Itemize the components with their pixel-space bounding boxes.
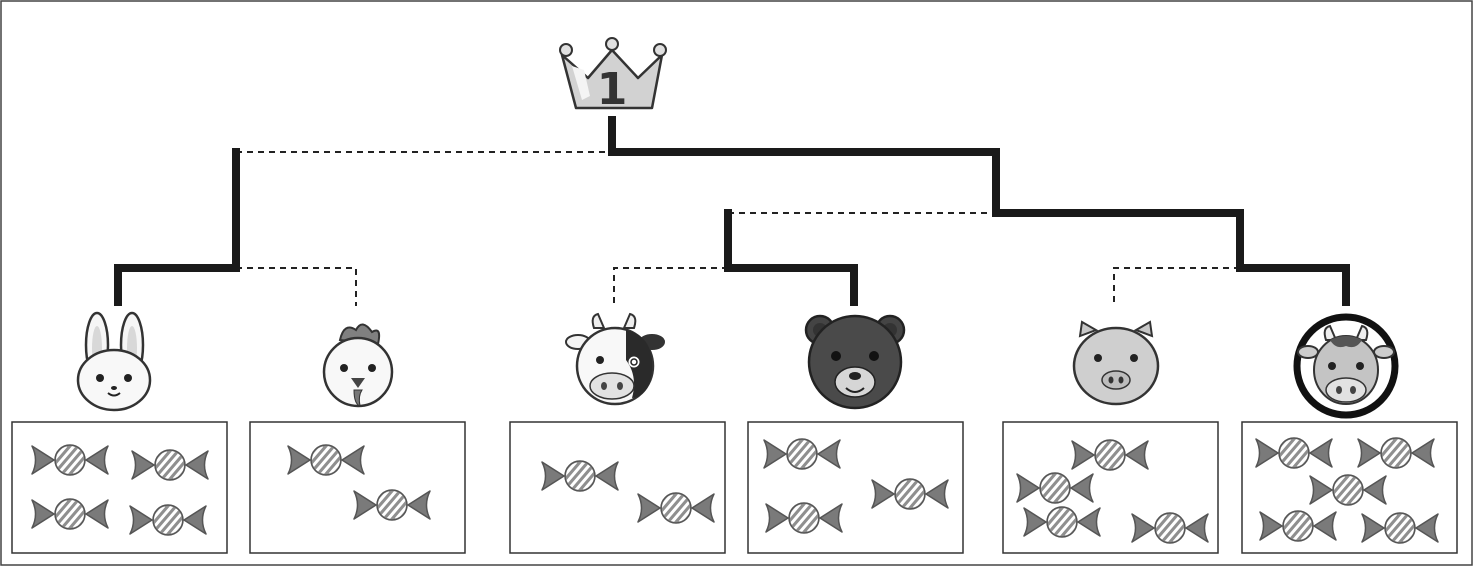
losing-paths bbox=[236, 151, 1240, 306]
pig-icon bbox=[1072, 320, 1160, 406]
winning-paths bbox=[114, 116, 1350, 306]
candy-box-cow-right bbox=[1241, 421, 1458, 554]
cow-icon bbox=[1293, 313, 1399, 419]
champion-winning-path bbox=[608, 116, 1350, 306]
rabbit-icon bbox=[76, 311, 152, 412]
candy-box-bear bbox=[747, 421, 964, 554]
candy-box-rabbit bbox=[11, 421, 228, 554]
cow-icon bbox=[565, 312, 665, 406]
pig-losing-path bbox=[1113, 267, 1240, 306]
cow-left-losing-path bbox=[613, 267, 728, 306]
chicken-icon bbox=[322, 323, 394, 408]
candy-box-cow-left bbox=[509, 421, 726, 554]
candy-box-pig bbox=[1002, 421, 1219, 554]
bear-icon bbox=[804, 314, 906, 410]
rabbit-winning-path bbox=[114, 148, 240, 306]
crown-icon: 1 bbox=[559, 37, 667, 115]
bear-winning-path bbox=[724, 209, 858, 306]
candy-box-chicken bbox=[249, 421, 466, 554]
chicken-losing-path bbox=[236, 267, 357, 306]
crown-rank-label: 1 bbox=[597, 64, 628, 115]
